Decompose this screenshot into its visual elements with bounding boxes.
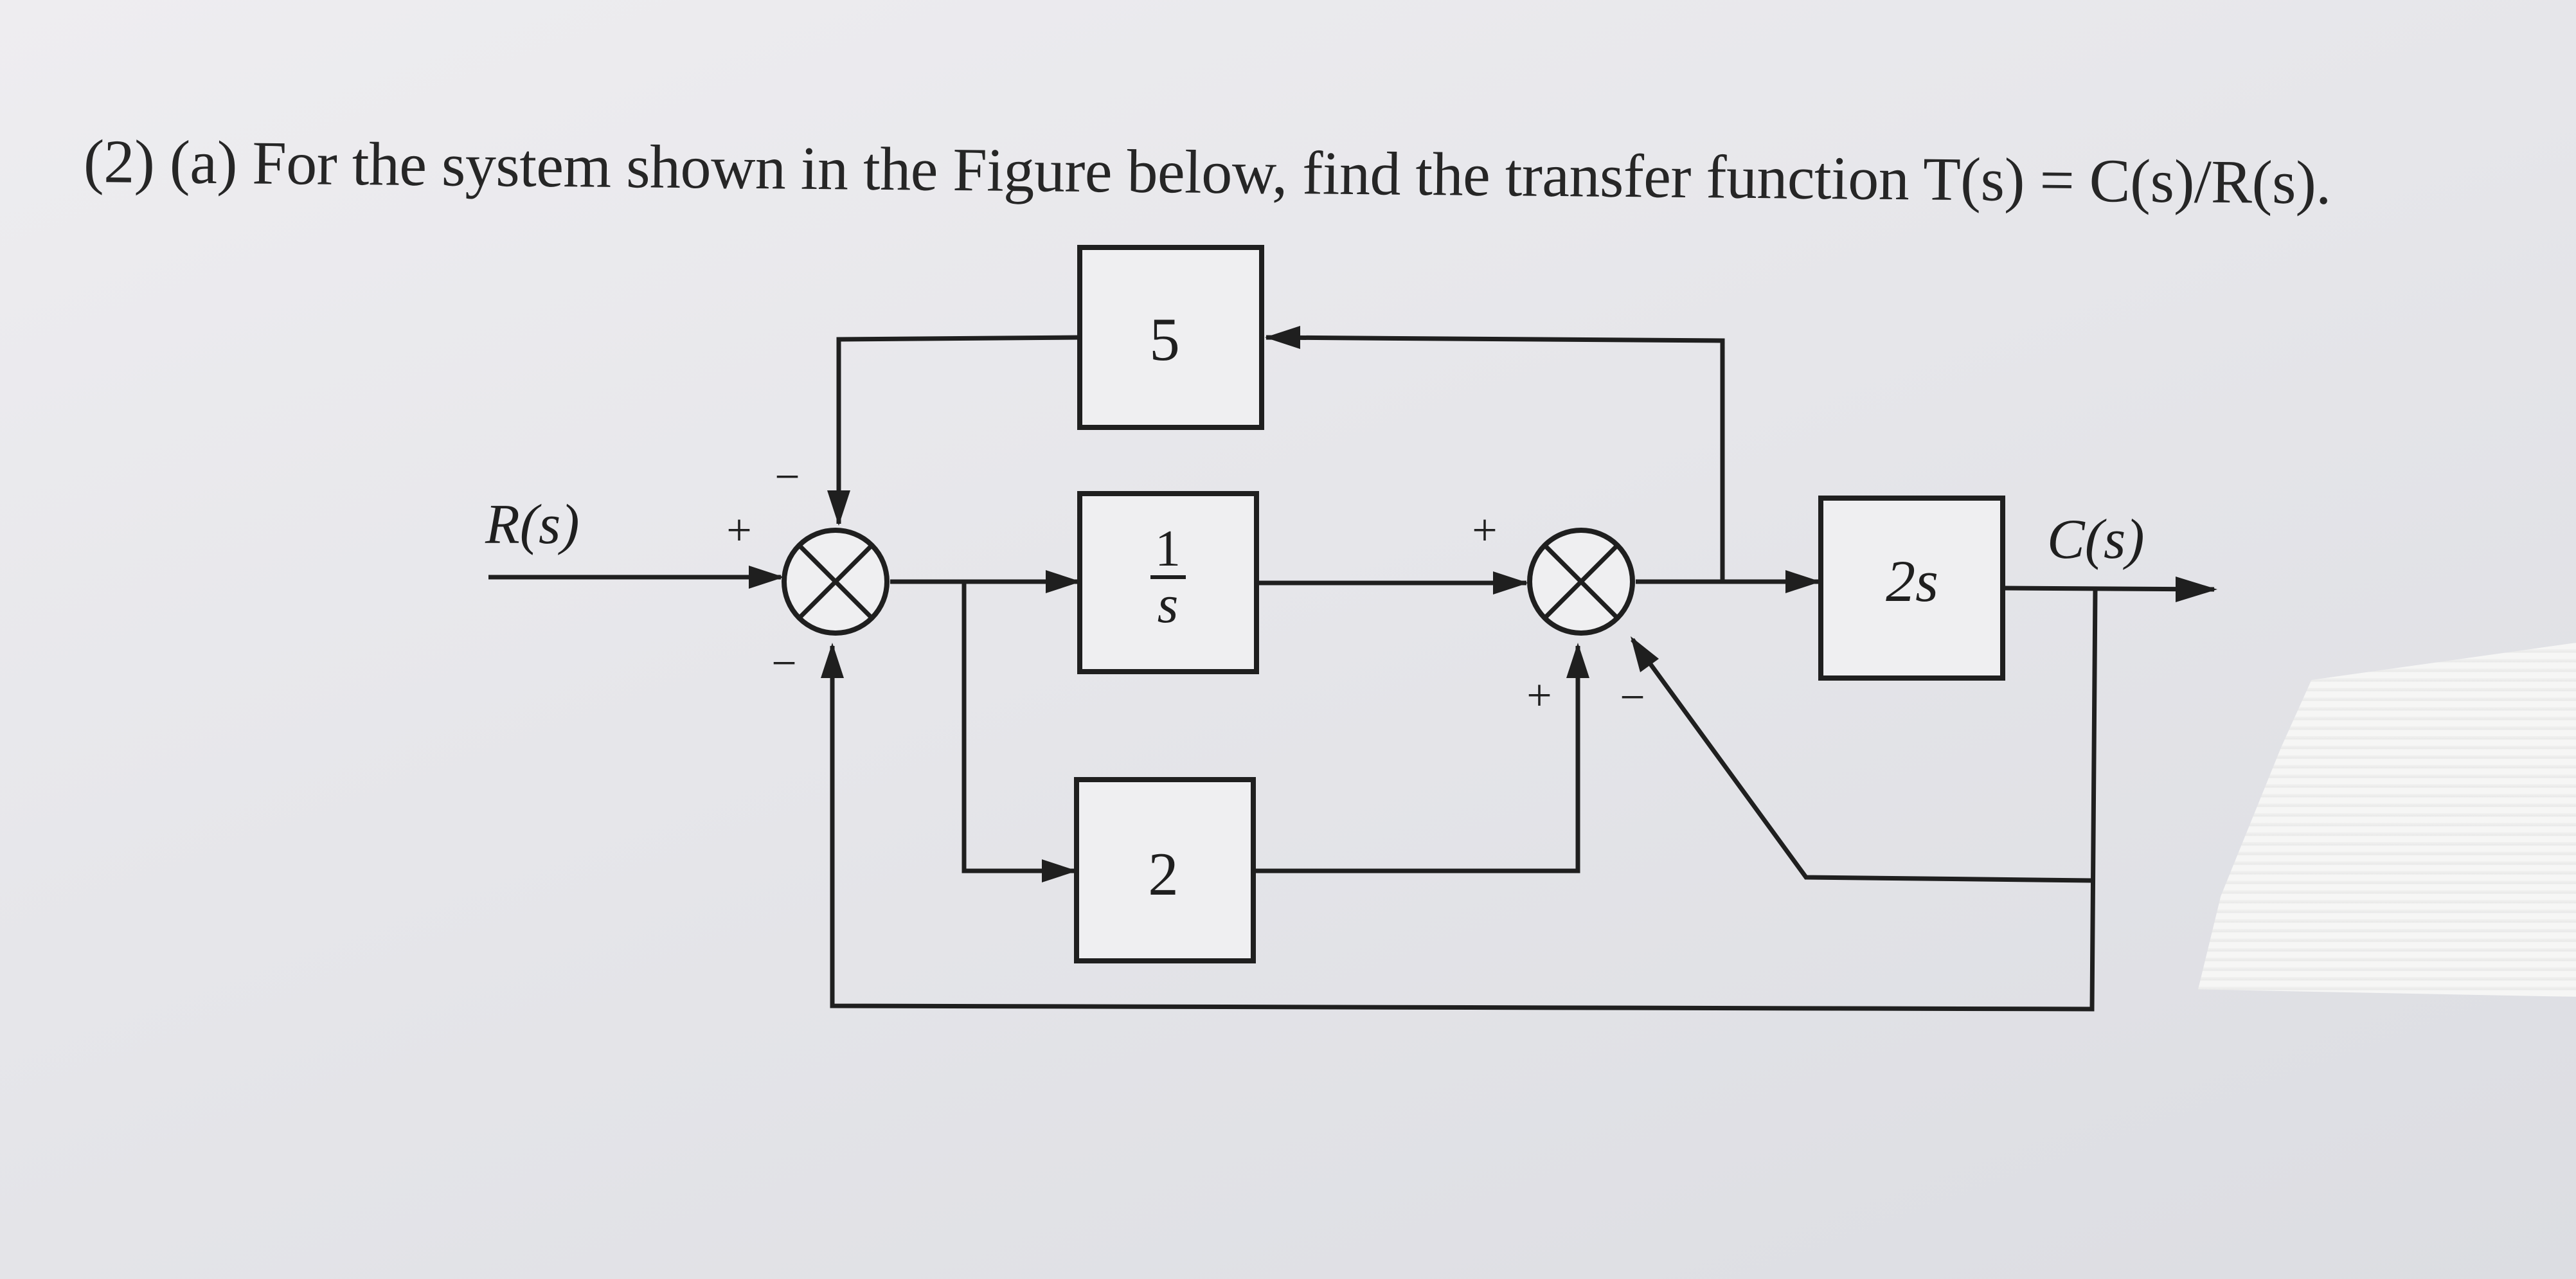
sum2-left-sign: + — [1472, 506, 1497, 555]
arrow-into-output-block — [1785, 570, 1821, 593]
sum1-bottom-sign: − — [771, 639, 796, 688]
gain5-to-sum1-line — [836, 335, 1080, 524]
integrator-denominator: s — [1158, 575, 1179, 634]
output-label: C(s) — [2047, 508, 2145, 571]
gain2-to-sum2-line — [1253, 646, 1580, 873]
input-label: R(s) — [485, 494, 580, 556]
arrow-output — [2176, 577, 2217, 602]
arrow-into-sum1-bottom — [821, 643, 844, 678]
summing-junction-1 — [782, 528, 890, 636]
sum1-top-sign: − — [774, 452, 800, 502]
arrow-into-gain2 — [1042, 859, 1077, 882]
sum1-input-sign: + — [726, 506, 751, 555]
output-block — [1818, 496, 2005, 681]
output-block-label: 2s — [1886, 548, 1938, 614]
gain-5-label: 5 — [1149, 305, 1180, 373]
diagonal-feedback-line — [1631, 638, 2093, 883]
sum2-bottom-left-sign: + — [1526, 671, 1552, 720]
gain-2-label: 2 — [1148, 840, 1179, 908]
gain-5-block — [1077, 245, 1264, 430]
gain-2-block — [1074, 777, 1256, 963]
integrator-block — [1077, 491, 1259, 674]
arrow-into-sum2-bottom — [1566, 643, 1589, 678]
output-feedback-line — [830, 589, 2098, 1012]
arrow-into-sum1-top — [827, 490, 850, 526]
sum2-bottom-right-sign: − — [1620, 673, 1645, 722]
arrow-into-integrator — [1046, 570, 1081, 593]
feedback-gain5-line — [1266, 335, 1725, 582]
integrator-numerator: 1 — [1155, 521, 1181, 577]
summing-junction-2 — [1527, 528, 1635, 636]
arrow-into-gain5 — [1265, 326, 1300, 349]
arrow-into-sum2-left — [1493, 571, 1528, 595]
branch-to-gain2-line — [962, 582, 1077, 873]
arrow-into-sum2-diagonal — [1631, 636, 1659, 672]
arrow-into-sum1-left — [749, 566, 784, 589]
